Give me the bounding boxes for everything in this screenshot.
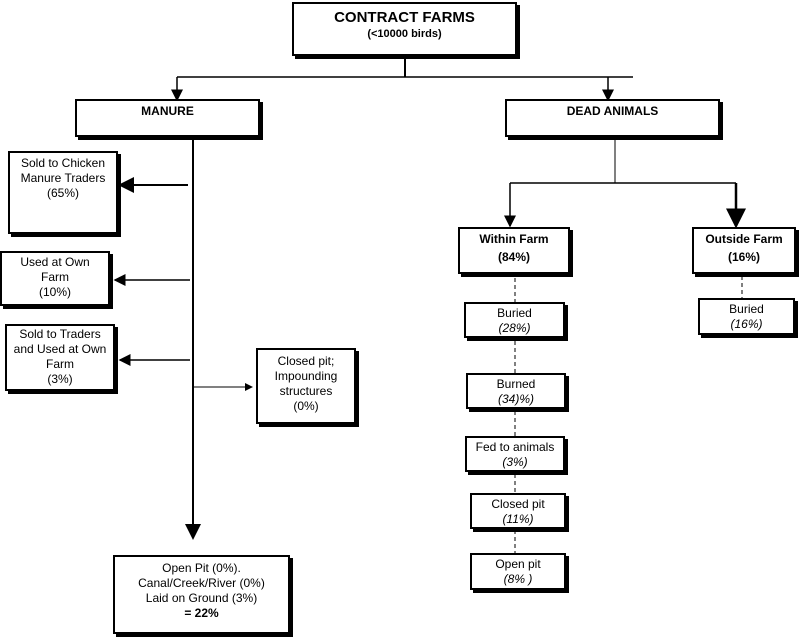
outcome-pct: (3%): [47, 372, 73, 386]
outcome-line: Farm: [41, 270, 69, 284]
outcome-line: and Used at Own: [13, 342, 107, 356]
outcome-pct: (0%): [293, 399, 319, 413]
outcome-line: Laid on Ground (3%): [145, 591, 258, 605]
outside-farm-title: Outside Farm: [705, 232, 783, 246]
outside-farm-node: Outside Farm (16%): [692, 227, 796, 274]
within-method-fed: Fed to animals (3%): [465, 436, 565, 472]
within-farm-node: Within Farm (84%): [458, 227, 570, 274]
outcome-line: Farm: [46, 357, 74, 371]
outcome-line: structures: [279, 384, 333, 398]
within-method-open-pit: Open pit (8% ): [470, 553, 566, 590]
manure-outcome-closed-pit: Closed pit; Impounding structures (0%): [256, 348, 356, 424]
within-method-burned: Burned (34)%): [466, 373, 566, 409]
manure-outcome-sold-chicken: Sold to Chicken Manure Traders (65%): [8, 151, 118, 234]
outcome-line: Sold to Chicken: [20, 156, 106, 170]
within-farm-pct: (84%): [497, 250, 530, 264]
outcome-pct: (65%): [46, 186, 79, 200]
outside-farm-pct: (16%): [727, 250, 760, 264]
outside-method-buried: Buried (16%): [698, 298, 795, 335]
within-farm-title: Within Farm: [479, 232, 549, 246]
method-pct: (16%): [730, 317, 763, 331]
within-method-buried: Buried (28%): [464, 302, 565, 338]
method-label: Fed to animals: [475, 440, 555, 454]
method-pct: (28%): [498, 321, 531, 335]
outcome-line: Closed pit;: [277, 354, 335, 368]
method-label: Closed pit: [491, 497, 545, 511]
root-title: CONTRACT FARMS: [334, 9, 475, 26]
outcome-line: Used at Own: [20, 255, 90, 269]
method-pct: (3%): [502, 455, 528, 469]
method-label: Burned: [496, 377, 536, 391]
manure-outcome-open-pit: Open Pit (0%). Canal/Creek/River (0%) La…: [113, 555, 290, 634]
method-label: Buried: [729, 302, 764, 316]
manure-title: MANURE: [141, 104, 194, 118]
manure-outcome-sold-traders: Sold to Traders and Used at Own Farm (3%…: [5, 324, 115, 391]
manure-outcome-used-own: Used at Own Farm (10%): [0, 251, 110, 306]
outcome-total: = 22%: [184, 606, 219, 620]
dead-animals-title: DEAD ANIMALS: [566, 104, 659, 118]
dead-animals-node: DEAD ANIMALS: [505, 99, 720, 137]
outcome-line: Canal/Creek/River (0%): [138, 576, 265, 590]
method-pct: (8% ): [503, 572, 533, 586]
outcome-line: Open Pit (0%).: [162, 561, 241, 575]
outcome-line: Manure Traders: [20, 171, 106, 185]
outcome-pct: (10%): [38, 285, 71, 299]
outcome-line: Impounding: [274, 369, 338, 383]
method-label: Buried: [497, 306, 532, 320]
method-label: Open pit: [495, 557, 541, 571]
root-subtitle: (<10000 birds): [367, 28, 442, 40]
method-pct: (11%): [502, 512, 534, 526]
method-pct: (34)%): [497, 392, 534, 406]
outcome-line: Sold to Traders: [19, 327, 101, 341]
manure-node: MANURE: [75, 99, 260, 137]
root-node: CONTRACT FARMS (<10000 birds): [292, 2, 517, 56]
within-method-closed-pit: Closed pit (11%): [470, 493, 566, 529]
